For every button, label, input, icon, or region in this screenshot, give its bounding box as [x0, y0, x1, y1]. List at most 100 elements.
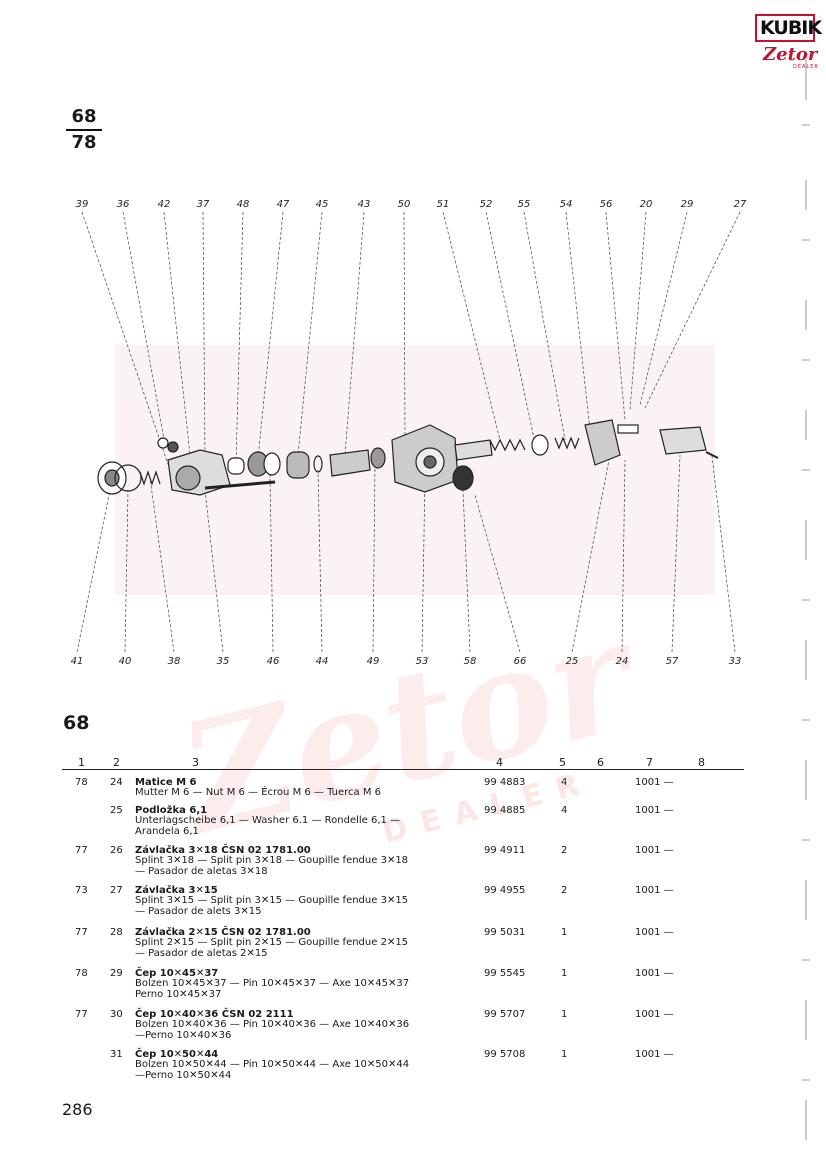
kubik-zetor-logo: KUBIK Zetor DEALER — [755, 14, 822, 72]
leader-24 — [621, 459, 626, 653]
col-header-1: 1 — [78, 756, 85, 769]
part-53-body-center — [423, 455, 437, 469]
description-line: Bolzen 10✕40✕36 — Pin 10✕40✕36 — Axe 10✕… — [135, 1019, 410, 1031]
callout-53: 53 — [416, 656, 429, 667]
leader-57 — [671, 454, 681, 653]
cell-position: 27 — [110, 885, 123, 896]
leader-53 — [421, 474, 426, 653]
cell-quantity: 1 — [561, 968, 568, 979]
leader-46 — [269, 474, 274, 653]
page-ref-denominator: 78 — [71, 132, 97, 153]
cell-part-number: 99 4955 — [484, 885, 526, 896]
cell-part-number: 99 5031 — [484, 927, 526, 938]
leader-lines — [76, 211, 741, 653]
cell-ref-page: 77 — [75, 1009, 88, 1020]
callout-50: 50 — [398, 199, 411, 210]
callout-54: 54 — [560, 199, 573, 210]
col-header-2: 2 — [113, 756, 120, 769]
leader-33 — [711, 455, 736, 653]
callout-33: 33 — [729, 656, 742, 667]
cell-ref-page: 78 — [75, 777, 88, 788]
leader-52 — [485, 211, 536, 444]
col-header-6: 6 — [597, 756, 604, 769]
leader-51 — [442, 211, 501, 441]
cell-quantity: 2 — [561, 885, 568, 896]
description-line: Čep 10✕45✕37 — [135, 968, 219, 979]
leader-55 — [523, 211, 566, 441]
cell-position: 31 — [110, 1049, 123, 1060]
part-54-spring — [554, 436, 580, 450]
leader-25 — [571, 454, 611, 653]
description-line: Čep 10✕50✕44 — [135, 1049, 219, 1060]
cell-model-code: 1001 — — [635, 927, 674, 938]
cell-model-code: 1001 — — [635, 777, 674, 788]
cell-ref-page: 77 — [75, 845, 88, 856]
callout-36: 36 — [117, 199, 130, 210]
callout-48: 48 — [237, 199, 250, 210]
callout-38: 38 — [168, 656, 181, 667]
description-line: Perno 10✕45✕37 — [135, 988, 222, 1000]
section-title: 68 — [63, 712, 90, 734]
leader-66 — [474, 494, 521, 653]
part-24-pin — [617, 424, 639, 434]
leader-49 — [372, 464, 376, 653]
callout-46: 46 — [267, 656, 280, 667]
col-header-5: 5 — [559, 756, 566, 769]
leader-44 — [317, 469, 323, 653]
cell-position: 29 — [110, 968, 123, 979]
description-line: — Pasador de alets 3✕15 — [135, 905, 262, 917]
callout-49: 49 — [367, 656, 380, 667]
part-46-ring — [263, 452, 281, 476]
leader-35 — [204, 489, 224, 653]
part-55-washer — [531, 434, 549, 456]
cell-quantity: 2 — [561, 845, 568, 856]
leader-45 — [297, 211, 323, 456]
cell-position: 25 — [110, 805, 123, 816]
leader-36 — [122, 211, 166, 446]
leader-40 — [124, 489, 129, 653]
description-line: Bolzen 10✕50✕44 — Pin 10✕50✕44 — Axe 10✕… — [135, 1059, 410, 1071]
callout-45: 45 — [316, 199, 329, 210]
cell-model-code: 1001 — — [635, 1009, 674, 1020]
part-43-sleeve — [329, 449, 371, 477]
page-reference: 68 78 — [66, 106, 102, 155]
cell-model-code: 1001 — — [635, 1049, 674, 1060]
logo-kubik-text: KUBIK — [760, 17, 822, 39]
callout-40: 40 — [119, 656, 132, 667]
callout-44: 44 — [316, 656, 329, 667]
leader-37 — [202, 211, 206, 461]
table-header-rule — [62, 769, 744, 770]
callout-57: 57 — [666, 656, 679, 667]
leader-41 — [76, 489, 111, 653]
description-line: Bolzen 10✕45✕37 — Pin 10✕45✕37 — Axe 10✕… — [135, 978, 410, 990]
cell-model-code: 1001 — — [635, 885, 674, 896]
callout-25: 25 — [566, 656, 579, 667]
cell-part-number: 99 4911 — [484, 845, 526, 856]
callout-66: 66 — [514, 656, 527, 667]
callout-39: 39 — [76, 199, 89, 210]
part-44-ring — [313, 455, 323, 473]
description-line: — Pasador de aletas 3✕18 — [135, 865, 268, 877]
part-52-spring — [489, 438, 526, 452]
cell-quantity: 1 — [561, 1009, 568, 1020]
callout-20: 20 — [640, 199, 653, 210]
callout-51: 51 — [437, 199, 450, 210]
cell-model-code: 1001 — — [635, 805, 674, 816]
col-header-7: 7 — [646, 756, 653, 769]
part-48-bush — [227, 457, 245, 475]
leader-39 — [81, 211, 171, 471]
callout-58: 58 — [464, 656, 477, 667]
leader-48 — [235, 211, 244, 463]
cell-part-number: 99 5708 — [484, 1049, 526, 1060]
leader-27 — [644, 211, 741, 409]
leader-20 — [629, 211, 647, 411]
description-line: — Pasador de aletas 2✕15 — [135, 947, 268, 959]
col-header-4: 4 — [496, 756, 503, 769]
part-51-shaft — [454, 439, 493, 461]
col-header-3: 3 — [192, 756, 199, 769]
logo-kubik-box: KUBIK — [755, 14, 822, 42]
